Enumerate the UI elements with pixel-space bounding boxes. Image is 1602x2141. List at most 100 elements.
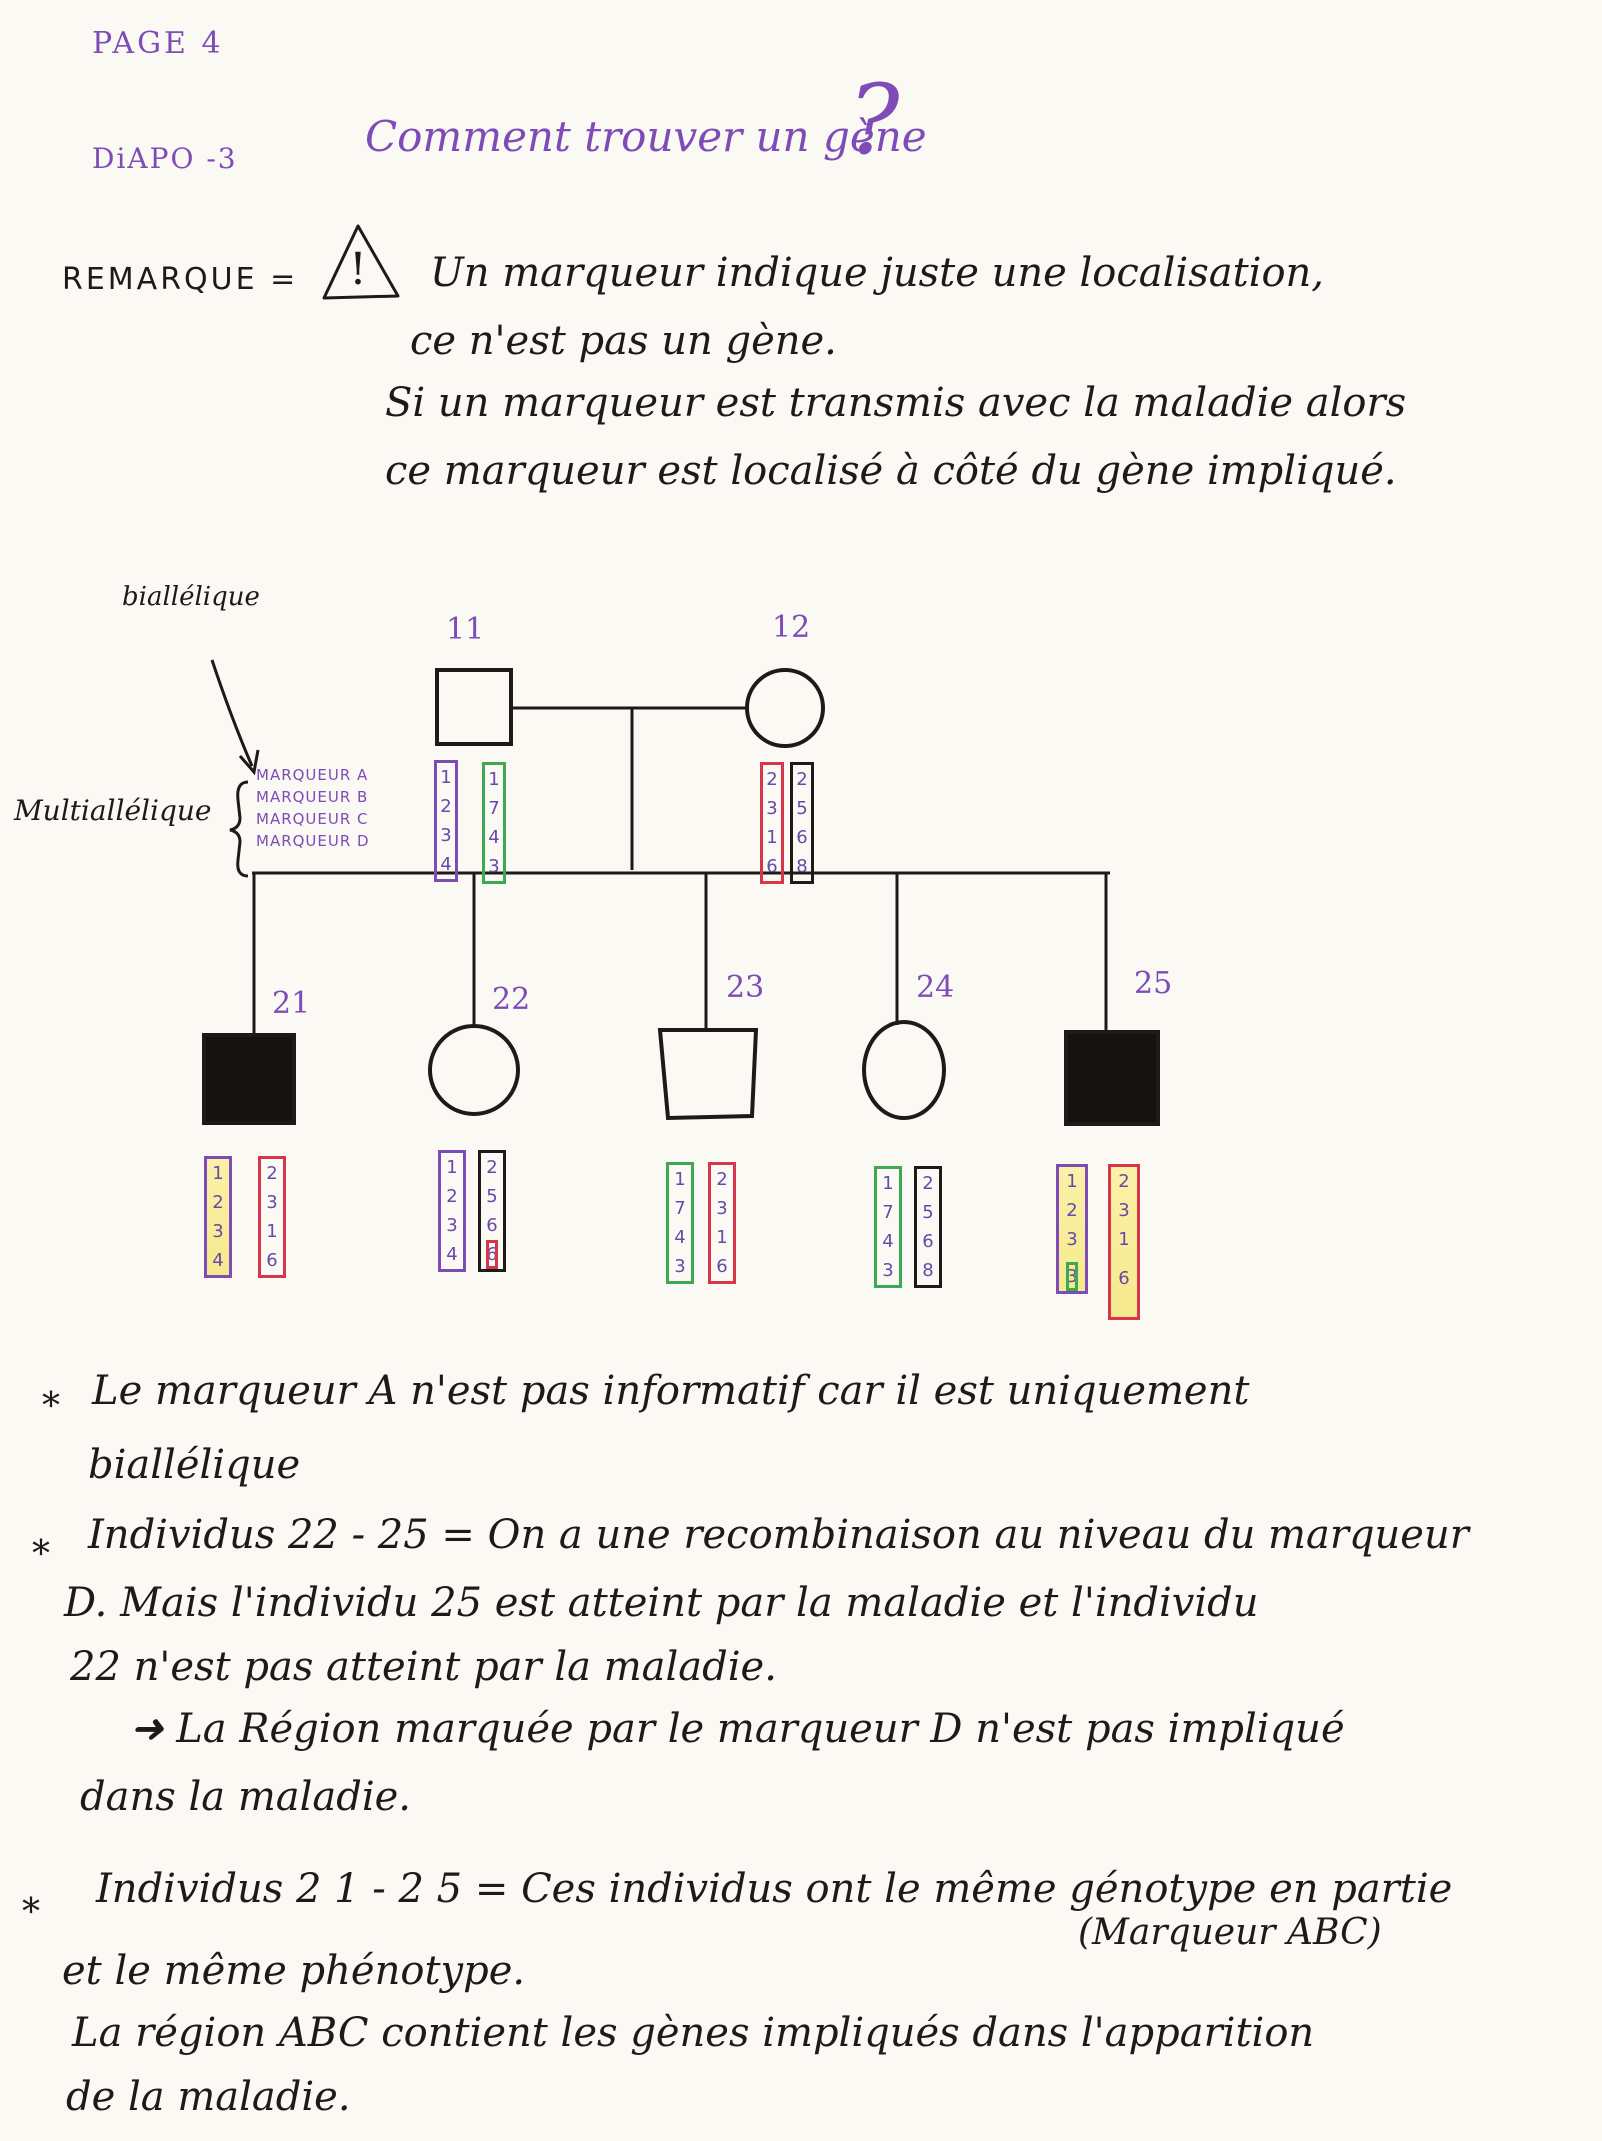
individual-number: 21 [272,986,311,1021]
slide-reference: DiAPO -3 [92,142,238,175]
individual-11-symbol [435,668,513,746]
marker-label: MARQUEUR C [256,810,369,828]
bullet: * [32,1534,50,1575]
allele: 3 [1066,1229,1078,1250]
allele: 3 [766,798,778,819]
haplotype-bar: 1 2 3 4 [434,760,458,882]
bullet: * [22,1892,40,1933]
allele: 2 [922,1173,934,1194]
allele: 4 [882,1231,894,1252]
allele: 3 [882,1260,894,1281]
allele: 1 [882,1173,894,1194]
allele: 2 [266,1163,278,1184]
haplotype-bar: 2 3 1 6 [708,1162,736,1284]
individual-21-symbol [202,1033,296,1125]
marker-label: MARQUEUR B [256,788,369,806]
haplotype-bar: 1 2 3 4 [438,1150,466,1272]
allele: 5 [922,1202,934,1223]
note-line: La région ABC contient les gènes impliqu… [72,2010,1315,2056]
allele: 1 [446,1157,458,1178]
note-line: de la maladie. [66,2074,351,2120]
individual-number: 12 [772,610,811,645]
allele: 4 [674,1227,686,1248]
allele: 4 [212,1250,224,1271]
allele: 1 [440,767,452,788]
arrowhead-icon [238,749,260,776]
allele: 5 [796,798,808,819]
individual-22-symbol [428,1024,520,1116]
individual-number: 11 [446,612,485,647]
note-line: dans la maladie. [80,1774,412,1820]
note-line: (Marqueur ABC) [1078,1912,1382,1953]
remark-line: Un marqueur indique juste une localisati… [430,250,1325,296]
allele: 4 [440,854,452,875]
allele: 6 [486,1215,498,1236]
individual-25-symbol [1064,1030,1160,1126]
allele: 2 [446,1186,458,1207]
allele: 3 [446,1215,458,1236]
allele: 3 [488,856,500,877]
allele: 1 [1118,1229,1130,1250]
allele: 6 [766,856,778,877]
allele: 2 [796,769,808,790]
allele: 2 [1118,1171,1130,1192]
title-question-mark: ? [848,64,900,176]
bullet: * [42,1386,60,1427]
individual-12-symbol [745,668,825,748]
brace-icon [229,780,249,878]
allele: 7 [882,1202,894,1223]
note-line: D. Mais l'individu 25 est atteint par la… [64,1580,1259,1626]
allele: 3 [716,1198,728,1219]
allele-recombined: 3 [1066,1262,1078,1291]
individual-24-symbol [862,1020,946,1120]
allele: 2 [1066,1200,1078,1221]
allele-recombined: 6 [486,1240,498,1269]
individual-number: 25 [1134,966,1173,1001]
allele: 1 [716,1227,728,1248]
allele: 1 [674,1169,686,1190]
page-title: Comment trouver un gène [365,112,927,161]
note-line: biallélique [88,1442,301,1488]
allele: 4 [446,1244,458,1265]
individual-number: 24 [916,970,955,1005]
haplotype-bar: 2 5 6 8 [790,762,814,884]
allele: 5 [486,1186,498,1207]
haplotype-bar: 1 7 4 3 [482,762,506,884]
haplotype-bar: 2 3 1 6 [258,1156,286,1278]
allele: 8 [796,856,808,877]
allele: 2 [486,1157,498,1178]
individual-number: 23 [726,970,765,1005]
remark-line: ce marqueur est localisé à côté du gène … [385,448,1397,494]
allele: 7 [488,798,500,819]
haplotype-bar: 2 3 1 6 [760,762,784,884]
note-line: 22 n'est pas atteint par la maladie. [70,1644,777,1690]
warning-icon: ! [322,224,400,300]
allele: 7 [674,1198,686,1219]
allele: 8 [922,1260,934,1281]
allele: 1 [766,827,778,848]
allele: 3 [440,825,452,846]
warning-symbol: ! [349,244,367,295]
individual-number: 22 [492,982,531,1017]
allele: 2 [716,1169,728,1190]
allele: 2 [440,796,452,817]
marker-label: MARQUEUR A [256,766,369,784]
page-number: PAGE 4 [92,26,224,61]
biallelique-label: biallélique [122,582,260,612]
note-line: Le marqueur A n'est pas informatif car i… [92,1368,1250,1414]
allele: 1 [1066,1171,1078,1192]
remark-line: Si un marqueur est transmis avec la mala… [385,380,1407,426]
allele: 3 [212,1221,224,1242]
note-line: Individus 22 - 25 = On a une recombinais… [88,1512,1469,1558]
allele: 2 [766,769,778,790]
allele: 2 [212,1192,224,1213]
multiallelique-label: Multiallélique [14,794,212,827]
haplotype-bar: 1 2 3 4 [204,1156,232,1278]
haplotype-bar: 1 2 3 3 [1056,1164,1088,1294]
allele: 6 [266,1250,278,1271]
allele: 1 [488,769,500,790]
haplotype-bar: 2 5 6 6 [478,1150,506,1272]
allele: 6 [922,1231,934,1252]
haplotype-bar: 2 5 6 8 [914,1166,942,1288]
note-line: Individus 2 1 - 2 5 = Ces individus ont … [96,1866,1453,1912]
